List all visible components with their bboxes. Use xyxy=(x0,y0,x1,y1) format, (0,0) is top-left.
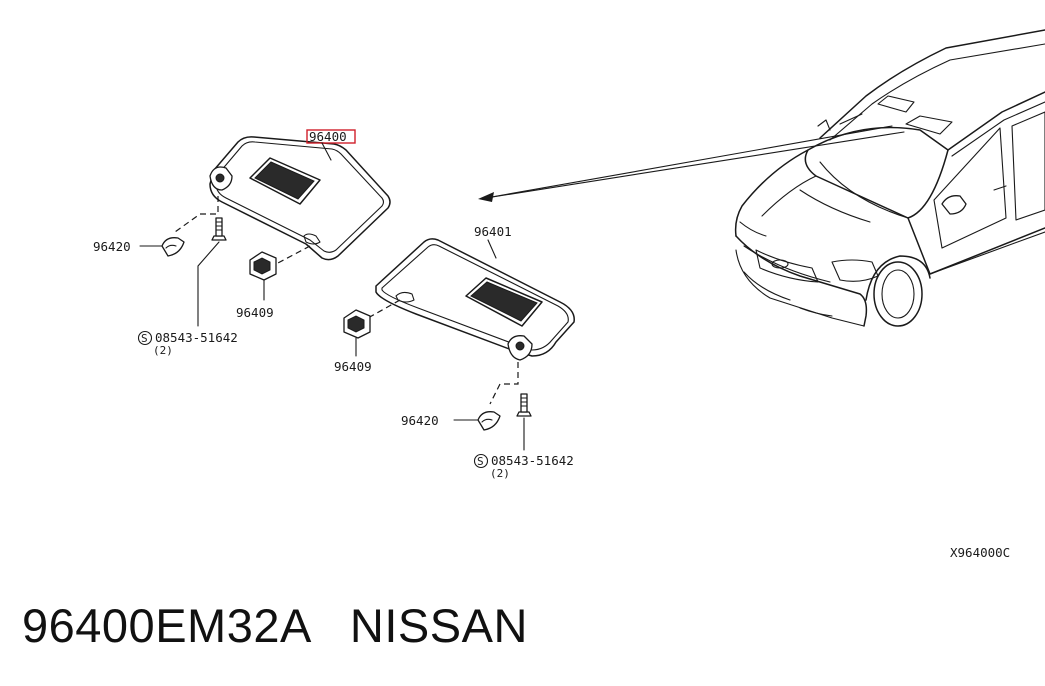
label-96420-left: 96420 xyxy=(93,239,131,254)
caption-part-number: 96400EM32A xyxy=(22,599,310,652)
caption-brand: NISSAN xyxy=(349,599,528,652)
sun-visor-right xyxy=(375,238,575,361)
label-screw-right: 08543-51642 xyxy=(491,453,574,468)
label-96400: 96400 xyxy=(309,129,347,144)
label-screw-left-qty: (2) xyxy=(153,344,173,357)
svg-text:S: S xyxy=(477,455,484,468)
screw-symbol-left-icon: S xyxy=(137,330,153,346)
cover-left-icon xyxy=(161,237,185,257)
highlight-box xyxy=(306,129,356,144)
clip-left-icon xyxy=(249,251,277,301)
car-illustration xyxy=(734,29,1045,327)
label-screw-right-qty: (2) xyxy=(490,467,510,480)
clip-right-icon xyxy=(343,309,371,357)
screw-left-icon xyxy=(211,217,227,241)
caption: 96400EM32A NISSAN xyxy=(22,598,528,653)
svg-text:S: S xyxy=(141,332,148,345)
screw-symbol-right-icon: S xyxy=(473,453,489,469)
sun-visor-left xyxy=(209,136,391,261)
label-96409-left: 96409 xyxy=(236,305,274,320)
cover-right-icon xyxy=(477,411,501,431)
label-screw-left: 08543-51642 xyxy=(155,330,238,345)
locator-arrow xyxy=(478,125,905,202)
label-96420-right: 96420 xyxy=(401,413,439,428)
label-96409-right: 96409 xyxy=(334,359,372,374)
screw-right-icon xyxy=(516,393,532,417)
label-96401: 96401 xyxy=(474,224,512,239)
reference-code: X964000C xyxy=(950,545,1010,560)
